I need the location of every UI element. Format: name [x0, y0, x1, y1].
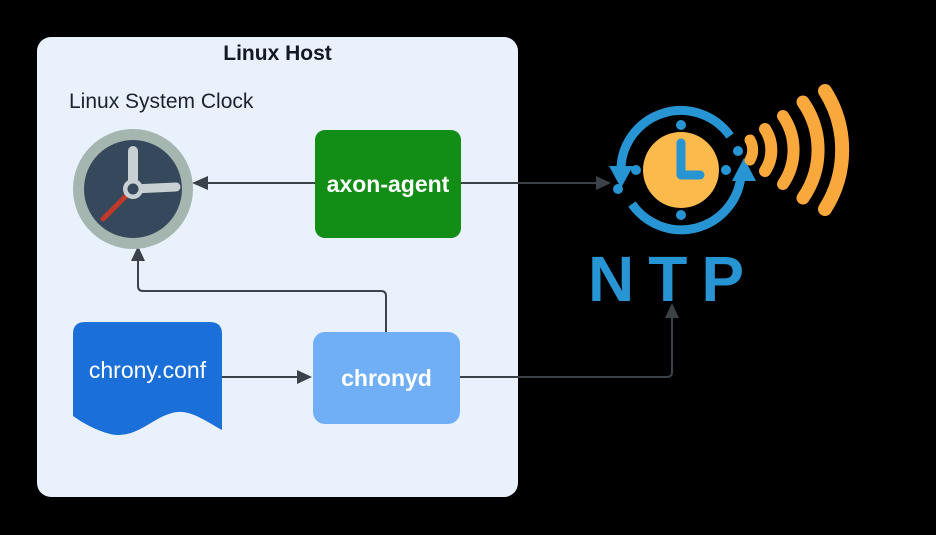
- axon-agent-node-label: axon-agent: [326, 170, 450, 197]
- linux-system-clock-label: Linux System Clock: [69, 90, 254, 113]
- ntp-wordmark: NTP: [588, 243, 758, 315]
- chrony-conf-node: chrony.conf: [73, 322, 222, 418]
- chronyd-node: chronyd: [313, 332, 460, 424]
- linux-host-title: Linux Host: [223, 42, 332, 65]
- chrony-conf-node-label: chrony.conf: [88, 356, 207, 383]
- chronyd-node-label: chronyd: [341, 364, 432, 391]
- signal-waves-icon: [744, 84, 850, 216]
- ntp-logo-icon: [609, 105, 756, 235]
- axon-agent-node: axon-agent: [315, 130, 461, 238]
